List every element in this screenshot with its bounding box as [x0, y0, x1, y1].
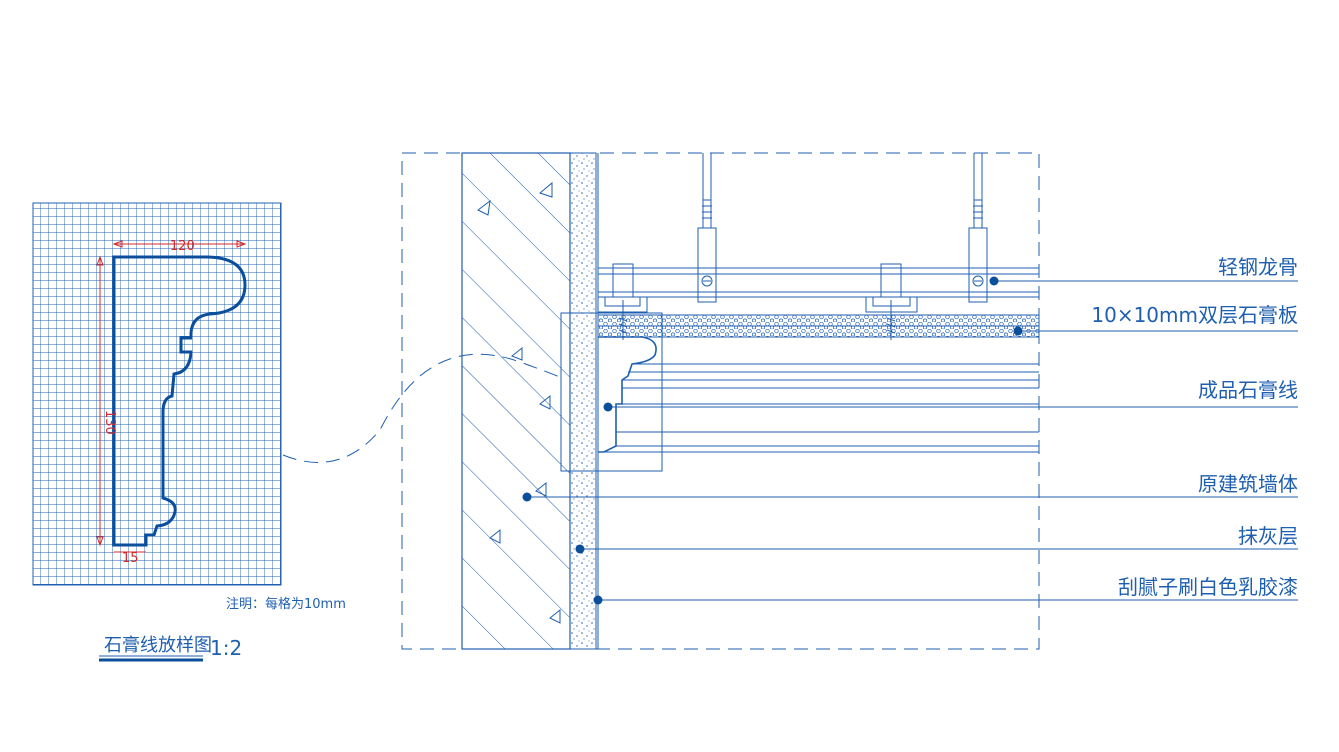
- label-light-steel-keel: 轻钢龙骨: [1218, 255, 1298, 279]
- callouts: 轻钢龙骨 10×10mm双层石膏板 成品石膏线 原建筑墙体 抹灰层 刮腻子刷白色…: [522, 255, 1298, 605]
- plaster-layer: [569, 152, 597, 650]
- ceiling-hangers: [697, 153, 988, 303]
- label-gypsum-cornice: 成品石膏线: [1198, 378, 1298, 402]
- gypsum-cornice: [560, 312, 1039, 472]
- detail-scale: 1:2: [210, 636, 242, 660]
- profile-detail: 120 130 15 注明：每格为10mm 石膏线放样图 1:2: [32, 202, 563, 662]
- moulding-profile: [112, 255, 247, 547]
- light-steel-keel: [597, 263, 1039, 313]
- grid-note: 注明：每格为10mm: [226, 596, 346, 612]
- wall-section: [401, 152, 1040, 650]
- label-gypsum-board: 10×10mm双层石膏板: [1091, 303, 1298, 327]
- detail-title: 石膏线放样图: [104, 634, 212, 656]
- dim-height: 130: [102, 410, 117, 435]
- original-wall: [461, 152, 571, 650]
- label-plaster-layer: 抹灰层: [1238, 524, 1298, 548]
- dim-base: 15: [122, 551, 139, 566]
- dim-width: 120: [170, 239, 195, 254]
- label-original-wall: 原建筑墙体: [1198, 472, 1298, 496]
- label-putty-paint: 刮腻子刷白色乳胶漆: [1118, 575, 1298, 599]
